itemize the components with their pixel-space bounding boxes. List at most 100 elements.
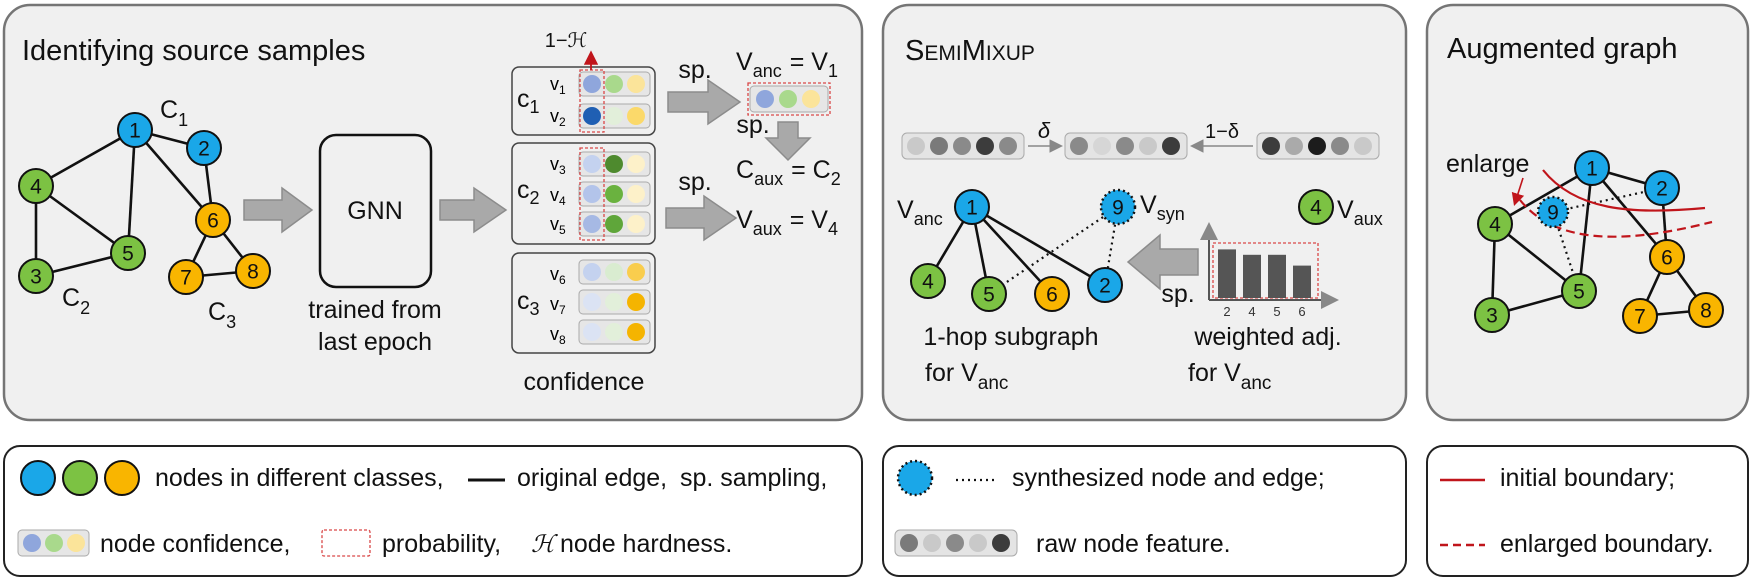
svg-text:v5: v5 [550, 214, 566, 237]
legend-nodes-text: nodes in different classes, [155, 464, 444, 492]
graph-node-3: 3 [18, 258, 54, 294]
arrow-sp-caux [764, 121, 812, 162]
initial-boundary [1542, 169, 1706, 212]
svg-text:v3: v3 [550, 154, 566, 177]
gnn-box [318, 133, 433, 289]
legend-synth-text: synthesized node and edge; [1012, 464, 1325, 492]
confidence-caption: confidence [524, 368, 645, 396]
arrow-from-gnn [439, 186, 508, 234]
svg-text:v4: v4 [550, 185, 566, 208]
legend-raw-feature-icon [894, 529, 1018, 557]
subgraph-caption-line1: 1-hop subgraph [923, 323, 1098, 351]
adj-bar [1218, 249, 1236, 298]
aug-node-2: 2 [1644, 170, 1680, 206]
vanc-confidence-vector [747, 82, 831, 116]
graph-node-1: 1 [117, 112, 153, 148]
legend-probability-icon [321, 529, 371, 557]
legend-probability-text: probability, [382, 530, 501, 558]
legend-confidence-text: node confidence, [100, 530, 290, 558]
delta-label: δ [1038, 118, 1051, 143]
confidence-group-c2: c2 v3 v4 v5 [511, 142, 656, 245]
svg-text:v7: v7 [550, 294, 566, 317]
panel-title-identifying: Identifying source samples [22, 35, 365, 67]
eq-vaux: Vaux= V4 [736, 206, 838, 239]
svg-text:2: 2 [198, 138, 210, 161]
panel-title-semimixup: SEMIMIXUP [905, 35, 1035, 67]
subgraph-node-2: 2 [1087, 267, 1123, 303]
graph-node-5: 5 [110, 235, 146, 271]
sp-label-mid: sp. [736, 111, 769, 139]
original-graph-nodes: 1 2 3 4 5 6 7 8 [18, 112, 271, 295]
aug-node-3: 3 [1474, 297, 1510, 333]
adj-bar [1293, 265, 1311, 298]
eq-vanc: Vanc= V1 [736, 48, 838, 81]
svg-text:1: 1 [966, 197, 978, 220]
legend-hardness-text: node hardness. [560, 530, 732, 558]
svg-text:1: 1 [129, 120, 141, 143]
legend-original-edge-text: original edge, [517, 464, 667, 492]
vanc-label: Vanc [897, 196, 943, 229]
svg-text:3: 3 [30, 266, 42, 289]
svg-text:6: 6 [1661, 247, 1673, 270]
feature-vector-aux [1256, 132, 1380, 160]
graph-node-4: 4 [18, 168, 54, 204]
svg-text:5: 5 [983, 284, 995, 307]
svg-text:v8: v8 [550, 324, 566, 347]
confidence-group-c1: c1 v1 v2 [511, 66, 656, 136]
enlarge-label: enlarge [1446, 150, 1529, 178]
sp-label-top: sp. [678, 56, 711, 84]
gnn-label: GNN [347, 197, 403, 225]
svg-text:4: 4 [1489, 214, 1501, 237]
vsyn-label: Vsyn [1140, 191, 1185, 224]
svg-text:7: 7 [180, 267, 192, 290]
svg-text:1: 1 [1586, 158, 1598, 181]
svg-text:3: 3 [1486, 305, 1498, 328]
svg-text:9: 9 [1112, 197, 1124, 220]
arrow-to-gnn [243, 186, 314, 234]
aug-node-7: 7 [1622, 298, 1658, 334]
svg-text:v1: v1 [550, 74, 566, 97]
subgraph-node-6: 6 [1034, 276, 1070, 312]
gnn-caption-line2: last epoch [318, 328, 432, 356]
adj-bar [1243, 254, 1261, 298]
weighted-adj-caption-line2: for Vanc [1188, 359, 1271, 394]
svg-text:2: 2 [1656, 178, 1668, 201]
aug-node-8: 8 [1688, 292, 1724, 328]
svg-text:c3: c3 [517, 287, 540, 319]
subgraph-node-1: 1 [954, 189, 990, 225]
svg-text:4: 4 [922, 271, 934, 294]
class-label-c1: C1 [160, 96, 188, 130]
panel-identifying [2, 3, 864, 422]
adj-bar-tick: 2 [1223, 304, 1230, 319]
class-label-c3: C3 [208, 298, 236, 332]
svg-text:8: 8 [1700, 300, 1712, 323]
legend-hardness-symbol: ℋ [531, 531, 558, 558]
legend-left [3, 445, 863, 577]
aug-node-6: 6 [1649, 239, 1685, 275]
svg-text:8: 8 [247, 261, 259, 284]
class-label-c2: C2 [62, 284, 90, 318]
vaux-label: Vaux [1337, 196, 1383, 229]
legend-right [1426, 445, 1749, 577]
subgraph-caption-line2: for Vanc [925, 359, 1008, 394]
aux-node-4: 4 [1298, 189, 1334, 225]
svg-text:c2: c2 [517, 176, 540, 208]
one-minus-delta-label: 1−δ [1205, 121, 1239, 143]
legend-initial-boundary-text: initial boundary; [1500, 464, 1675, 492]
svg-text:5: 5 [122, 243, 134, 266]
synthesized-node-9: 9 [1099, 188, 1137, 226]
legend-node-confidence-icon [17, 529, 90, 557]
arrow-sp-synth [1126, 233, 1199, 291]
panel-semimixup [881, 3, 1408, 422]
arrow-sp-vaux [665, 194, 738, 242]
panel-title-augmented: Augmented graph [1447, 33, 1678, 65]
legend-synth-node-icon [896, 459, 934, 497]
svg-text:7: 7 [1634, 306, 1646, 329]
subgraph-node-5: 5 [971, 276, 1007, 312]
svg-text:6: 6 [207, 210, 219, 233]
adj-bar-tick: 6 [1298, 304, 1305, 319]
aug-node-1: 1 [1574, 150, 1610, 186]
svg-text:c1: c1 [517, 85, 540, 117]
adj-bar-tick: 5 [1273, 304, 1280, 319]
